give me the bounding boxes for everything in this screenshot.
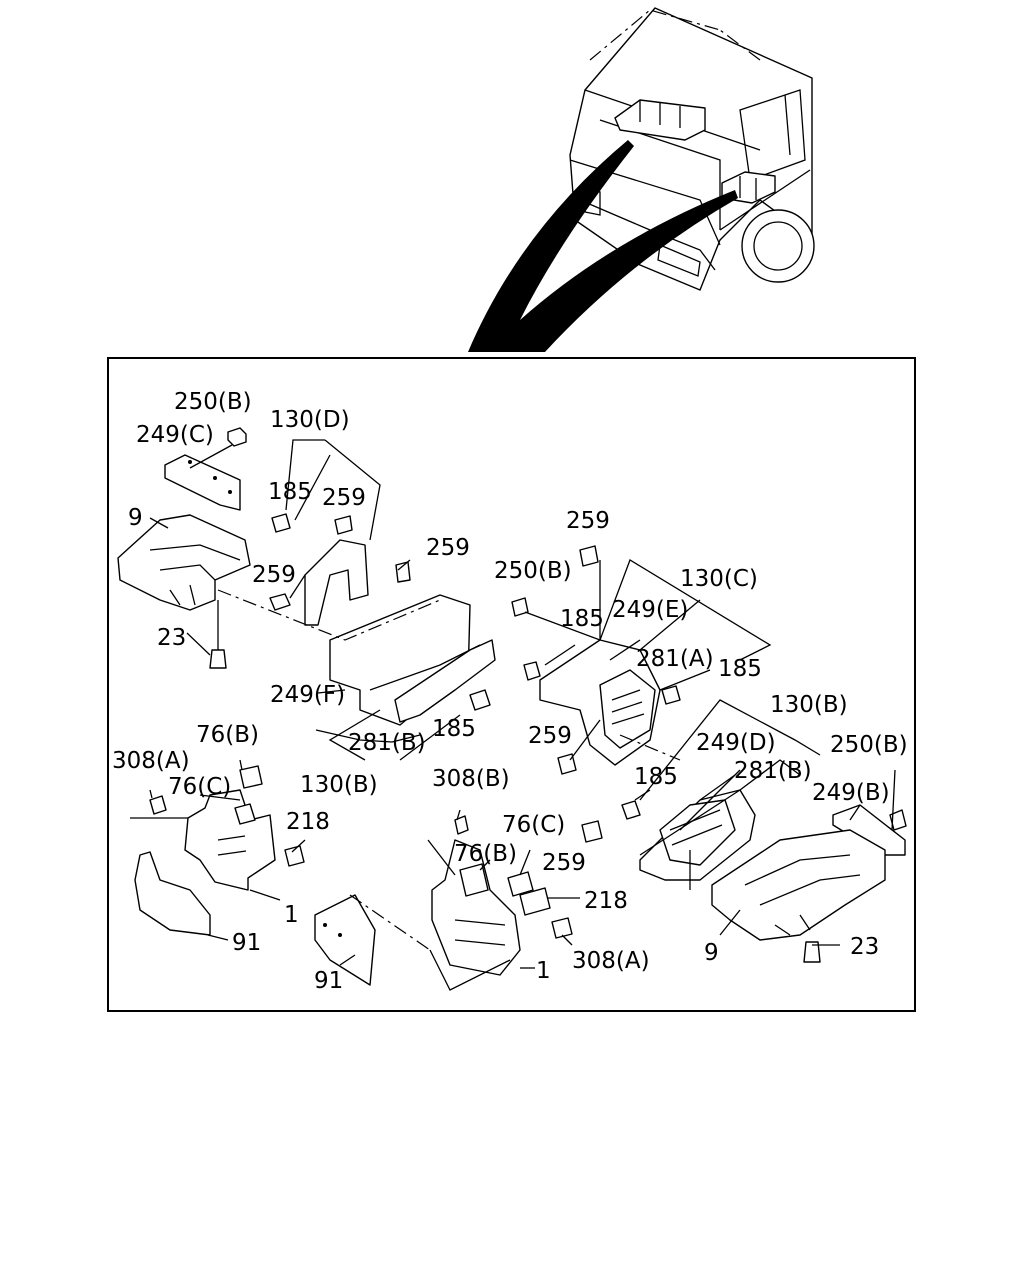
callout-labels: 250(B) 249(C) 130(D) 185 259 9 259 259 2… bbox=[112, 389, 908, 994]
label-76c-left: 76(C) bbox=[168, 774, 231, 800]
label-281a: 281(A) bbox=[636, 646, 714, 672]
label-1-left: 1 bbox=[284, 902, 299, 928]
label-250b-top: 250(B) bbox=[174, 389, 252, 415]
label-249f: 249(F) bbox=[270, 682, 345, 708]
label-76b-mid: 76(B) bbox=[454, 841, 517, 867]
label-308a-left: 308(A) bbox=[112, 748, 190, 774]
label-130b-right: 130(B) bbox=[770, 692, 848, 718]
upper-left-parts bbox=[117, 427, 496, 761]
lower-left-parts bbox=[130, 759, 306, 941]
label-76b-left: 76(B) bbox=[196, 722, 259, 748]
label-185-d: 185 bbox=[718, 656, 762, 682]
label-281b-right: 281(B) bbox=[734, 758, 812, 784]
label-218-mid: 218 bbox=[584, 888, 628, 914]
label-259-e: 259 bbox=[528, 723, 572, 749]
label-218-left: 218 bbox=[286, 809, 330, 835]
lower-middle-parts bbox=[314, 809, 580, 991]
label-249d: 249(D) bbox=[696, 730, 776, 756]
label-250b-right: 250(B) bbox=[830, 732, 908, 758]
label-249b: 249(B) bbox=[812, 780, 890, 806]
upper-right-parts bbox=[511, 545, 772, 775]
label-9-right: 9 bbox=[704, 940, 719, 966]
label-130d: 130(D) bbox=[270, 407, 350, 433]
label-185-a: 185 bbox=[268, 479, 312, 505]
label-130c: 130(C) bbox=[680, 566, 758, 592]
label-249e: 249(E) bbox=[612, 597, 688, 623]
label-1-mid: 1 bbox=[536, 958, 551, 984]
label-91-mid: 91 bbox=[314, 968, 343, 994]
label-9-left: 9 bbox=[128, 505, 143, 531]
label-259-b: 259 bbox=[426, 535, 470, 561]
label-185-b: 185 bbox=[432, 716, 476, 742]
truck-cab-illustration bbox=[569, 7, 815, 291]
label-308b: 308(B) bbox=[432, 766, 510, 792]
label-259-c: 259 bbox=[252, 562, 296, 588]
label-308a-mid: 308(A) bbox=[572, 948, 650, 974]
middle-right-parts bbox=[581, 699, 907, 963]
label-23-right: 23 bbox=[850, 934, 879, 960]
label-185-e: 185 bbox=[634, 764, 678, 790]
label-91-left: 91 bbox=[232, 930, 261, 956]
label-185-c: 185 bbox=[560, 606, 604, 632]
label-76c-mid: 76(C) bbox=[502, 812, 565, 838]
label-249c: 249(C) bbox=[136, 422, 214, 448]
label-130b-left: 130(B) bbox=[300, 772, 378, 798]
label-259-f: 259 bbox=[542, 850, 586, 876]
callout-wedge bbox=[468, 140, 738, 352]
label-259-d: 259 bbox=[566, 508, 610, 534]
label-250b-mid: 250(B) bbox=[494, 558, 572, 584]
label-23-left: 23 bbox=[157, 625, 186, 651]
label-281b-left: 281(B) bbox=[348, 730, 426, 756]
label-259-a: 259 bbox=[322, 485, 366, 511]
